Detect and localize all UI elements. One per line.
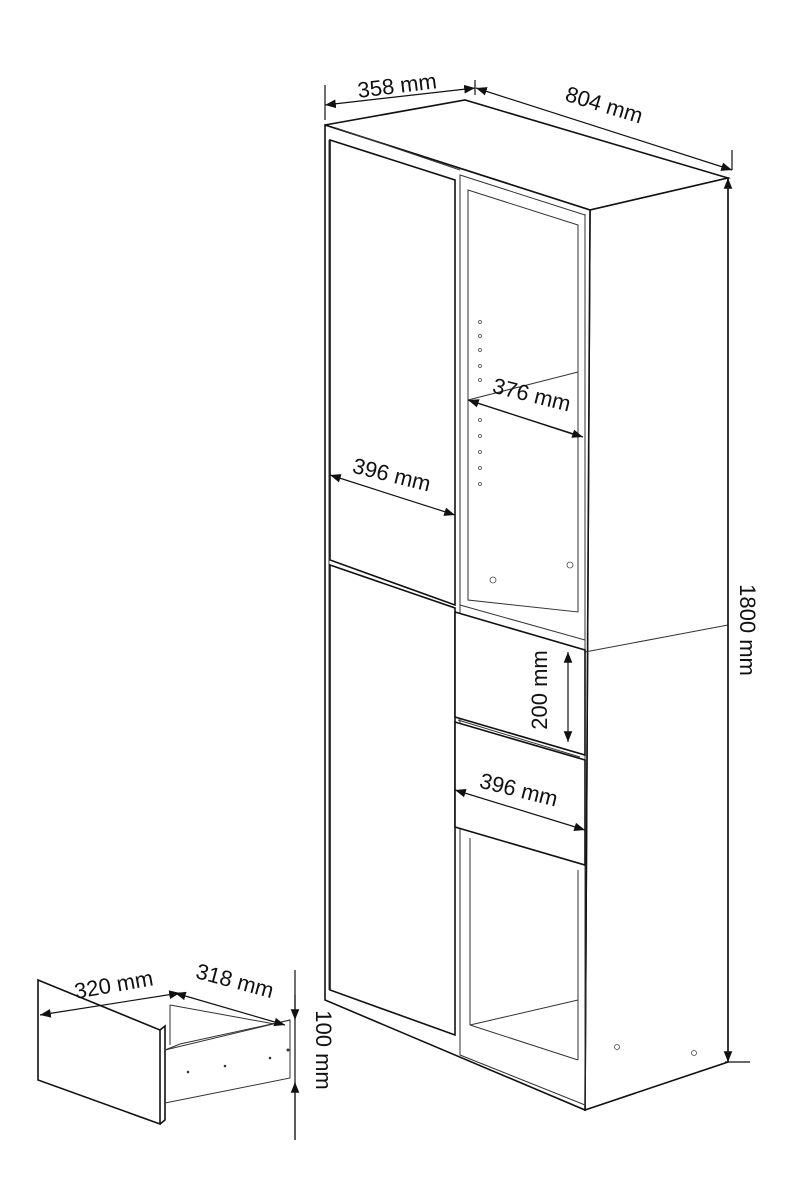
drawer-box-depth-label: 320 mm <box>72 965 155 1003</box>
lower-left-door <box>329 563 456 1037</box>
upper-drawer <box>454 610 586 757</box>
cabinet-right-side <box>584 176 729 1112</box>
drawer-box-height-label: 100 mm <box>311 1010 336 1089</box>
height-label: 1800 mm <box>735 584 760 676</box>
drawer-front-panel <box>37 978 161 1126</box>
upper-left-door <box>329 138 456 607</box>
depth-label: 358 mm <box>356 68 438 103</box>
drawer-height-label: 200 mm <box>527 650 552 729</box>
cabinet <box>324 99 732 1112</box>
dimension-lines <box>39 80 750 1140</box>
drawer-box-width-label: 318 mm <box>193 958 276 1003</box>
width-label: 804 mm <box>563 81 646 128</box>
